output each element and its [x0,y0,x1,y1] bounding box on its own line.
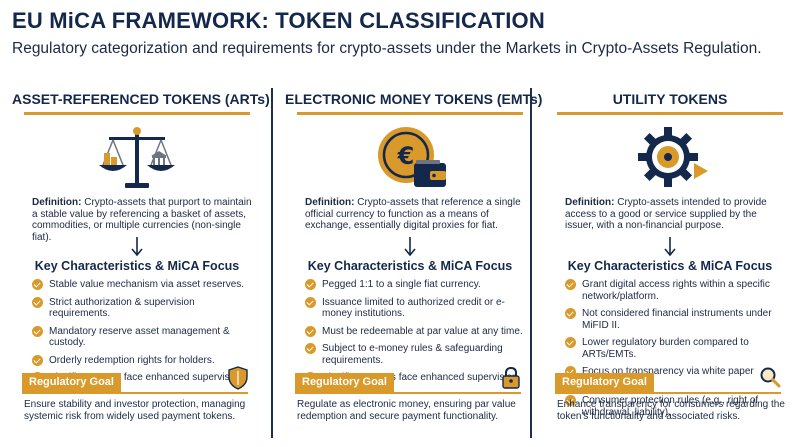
list-item: Pegged 1:1 to a single fiat currency. [305,279,529,291]
regulatory-goal-text: Ensure stability and investor protection… [24,399,246,422]
check-icon [305,325,316,337]
scales-icon [95,123,179,195]
check-icon [305,279,316,290]
column-arts: ASSET-REFERENCED TOKENS (ARTs) [12,82,270,442]
check-icon [32,354,43,366]
check-icon [32,325,43,337]
list-item: Grant digital access rights within a spe… [565,279,789,302]
check-icon [32,296,43,308]
column-divider [530,88,532,438]
list-item: Stable value mechanism via asset reserve… [32,279,256,291]
check-icon [565,395,576,406]
down-arrow-icon [285,235,535,259]
list-item: Consumer protection rules (e.g., right o… [565,395,789,418]
check-icon [305,296,316,308]
page-subtitle: Regulatory categorization and requiremen… [12,40,762,57]
padlock-icon [501,366,521,395]
definition-text: Definition: Crypto-assets that reference… [305,197,521,231]
list-item: Must be redeemable at par value at any t… [305,325,529,338]
key-characteristics-heading: Key Characteristics & MiCA Focus [34,259,240,273]
column-emts: ELECTRONIC MONEY TOKENS (EMTs) € Definit… [285,82,543,442]
regulatory-goal-tag: Regulatory Goal [295,373,394,392]
column-title: UTILITY TOKENS [612,91,728,107]
check-icon [565,366,576,377]
regulatory-goal-text: Enhance transparency for consumers regar… [557,399,785,422]
check-icon [305,343,316,354]
down-arrow-icon [545,235,795,259]
column-title: ELECTRONIC MONEY TOKENS (EMTs) [285,91,543,107]
title-rule [24,112,250,115]
key-characteristics-heading: Key Characteristics & MiCA Focus [567,259,773,273]
regulatory-goal: Regulatory Goal Regulate as electronic m… [295,366,527,422]
regulatory-goal-tag: Regulatory Goal [22,373,121,392]
key-characteristics-heading: Key Characteristics & MiCA Focus [307,259,513,273]
gear-token-icon [628,123,712,195]
down-arrow-icon [12,235,262,259]
list-item: Subject to e-money rules & safeguarding … [305,343,529,366]
title-rule [297,112,523,115]
magnifier-icon [759,366,781,393]
page-title: EU MiCA FRAMEWORK: TOKEN CLASSIFICATION [12,8,545,33]
goal-rule [22,392,248,394]
goal-rule [555,392,781,394]
euro-coin-wallet-icon: € [368,123,452,195]
check-icon [565,337,576,348]
check-icon [32,279,43,290]
list-item: Not considered financial instruments und… [565,308,789,331]
goal-rule [295,392,521,394]
column-title: ASSET-REFERENCED TOKENS (ARTs) [12,91,270,107]
list-item: Strict authorization & supervision requi… [32,296,256,320]
list-item: Orderly redemption rights for holders. [32,354,256,367]
check-icon [565,279,576,290]
check-icon [565,308,576,319]
regulatory-goal: Regulatory Goal Enhance transparency for… [555,367,787,422]
characteristics-list: Grant digital access rights within a spe… [545,275,795,418]
list-item: Mandatory reserve asset management & cus… [32,325,256,349]
column-utility: UTILITY TOKENS [545,82,795,442]
definition-text: Definition: Crypto-assets that purport t… [32,197,252,243]
regulatory-goal: Regulatory Goal Ensure stability and inv… [22,366,254,422]
shield-icon [228,366,248,395]
regulatory-goal-tag: Regulatory Goal [555,373,654,392]
definition-text: Definition: Crypto-assets intended to pr… [565,197,767,231]
column-divider [271,88,273,438]
svg-text:€: € [397,142,415,170]
list-item: Lower regulatory burden compared to ARTs… [565,337,789,360]
list-item: Issuance limited to authorized credit or… [305,296,529,320]
title-rule [557,112,783,115]
regulatory-goal-text: Regulate as electronic money, ensuring p… [297,399,516,422]
